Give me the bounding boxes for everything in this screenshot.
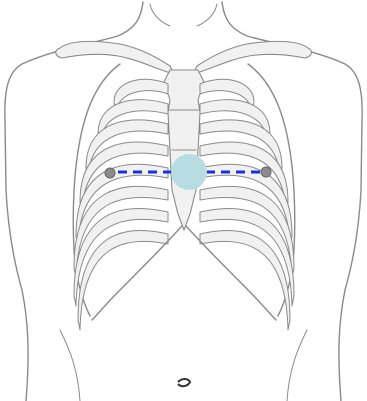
right-nipple [261,167,271,177]
hand-placement-marker [171,154,207,190]
right-clavicle [193,41,311,74]
abdomen-outline [60,330,307,401]
navel [178,379,190,386]
left-nipple [105,168,115,178]
left-ribs [74,79,168,330]
left-rib-8 [78,230,168,330]
right-rib-8 [200,230,290,330]
right-ribs [200,79,294,330]
left-clavicle [56,41,174,74]
neck-outline [150,4,217,26]
